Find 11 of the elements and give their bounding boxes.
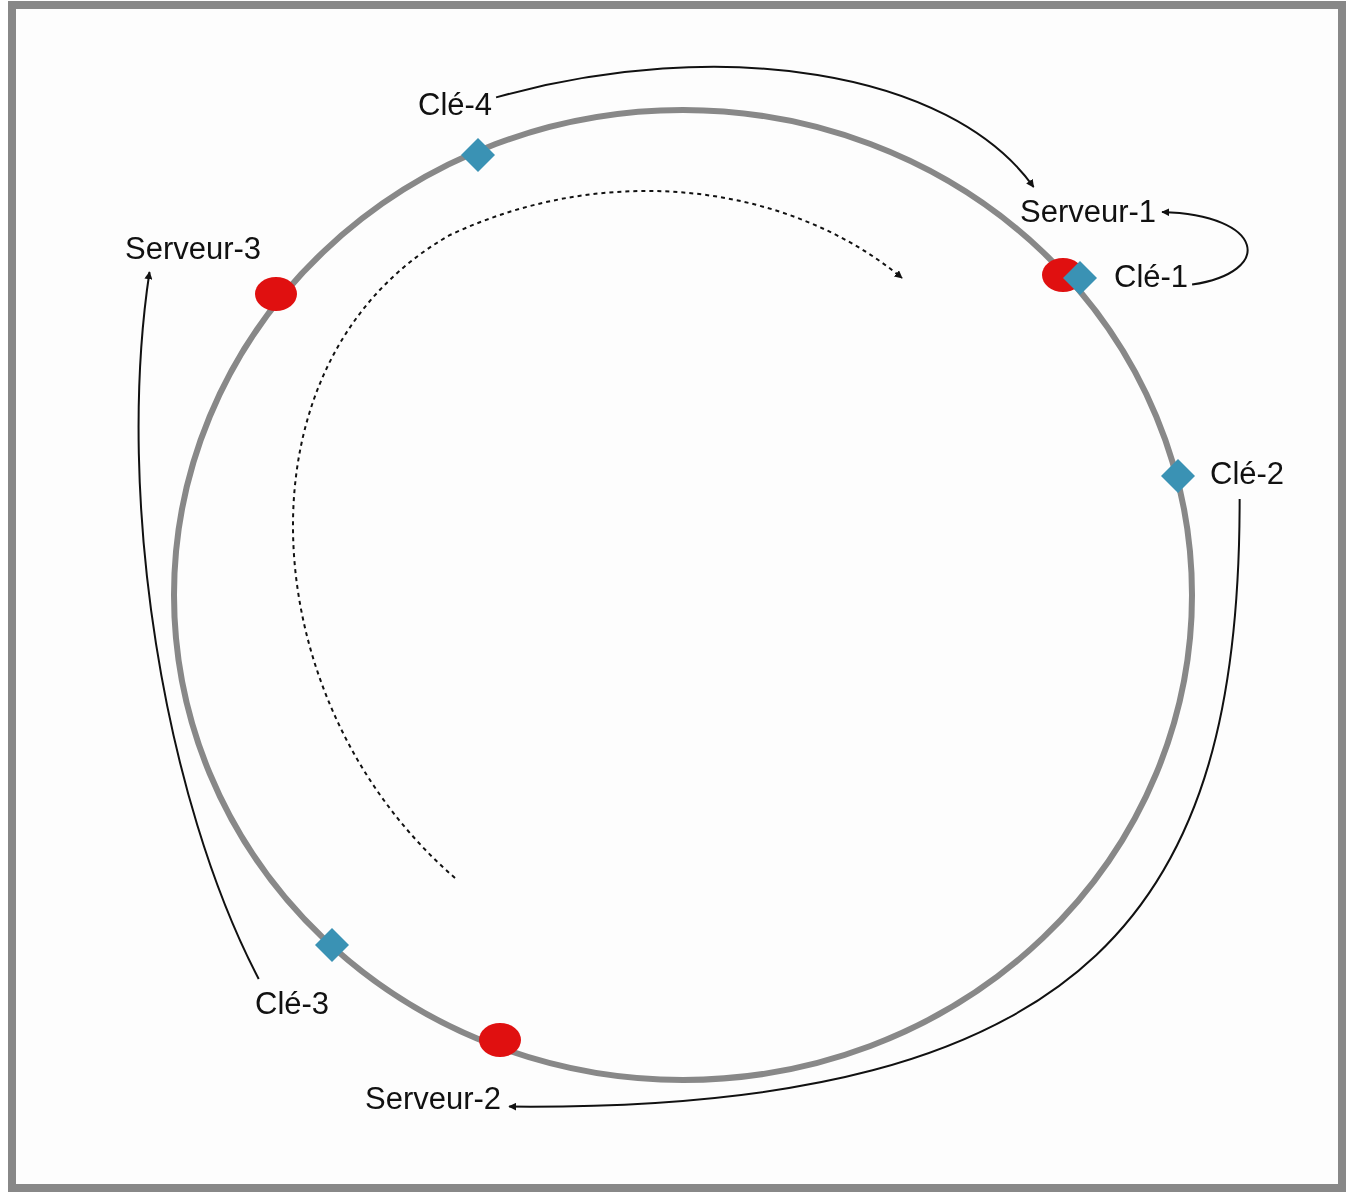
arrow bbox=[137, 271, 260, 980]
node-label: Serveur-3 bbox=[125, 230, 262, 268]
arrow bbox=[1161, 208, 1249, 286]
node-label: Clé-2 bbox=[1210, 455, 1285, 493]
node-label: Clé-1 bbox=[1114, 258, 1189, 296]
node-label: Clé-4 bbox=[418, 86, 493, 124]
node-label: Clé-3 bbox=[255, 985, 330, 1023]
node-label: Serveur-2 bbox=[365, 1080, 502, 1118]
node-label: Serveur-1 bbox=[1020, 193, 1157, 231]
arrow bbox=[508, 498, 1241, 1111]
arrow bbox=[495, 65, 1035, 188]
